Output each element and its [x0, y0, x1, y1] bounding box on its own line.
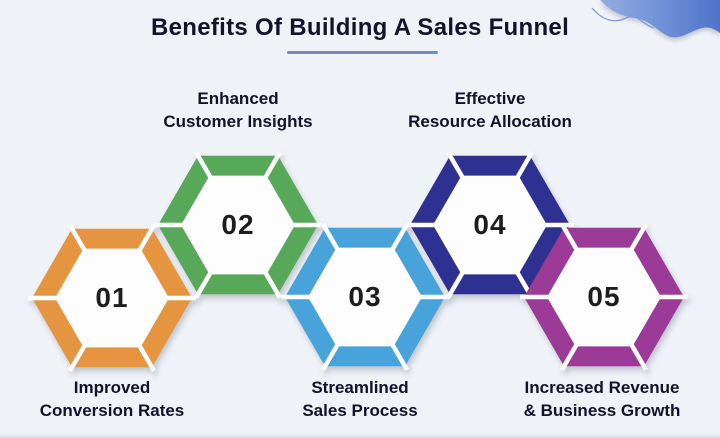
hex-label-2-line1: Enhanced [197, 89, 279, 108]
hex-label-1: Improved Conversion Rates [0, 377, 232, 423]
hex-label-5-line1: Increased Revenue [524, 378, 680, 397]
hex-label-5-line2: & Business Growth [523, 400, 681, 420]
hexagon-01: 01 [27, 222, 197, 374]
bottom-edge-strip [0, 433, 720, 438]
hex-label-3-line2: Sales Process [302, 400, 418, 420]
hexagon-03-segment-gaps [281, 223, 449, 371]
hexagon-02: 02 [153, 149, 323, 301]
hexagon-05-segment-gaps [520, 223, 688, 371]
hex-label-3: Streamlined Sales Process [240, 377, 480, 423]
hexagon-01-number: 01 [95, 282, 129, 313]
hexagon-01-segment-gaps [28, 224, 196, 372]
hexagon-03: 03 [280, 221, 450, 373]
hex-label-4-line1: Effective [454, 89, 526, 108]
hexagon-01-inner [50, 244, 174, 352]
corner-wave-icon [591, 0, 720, 38]
hexagon-01-ring [32, 228, 192, 368]
hex-label-4-line2: Resource Allocation [408, 111, 572, 131]
hex-label-1-line1: Improved [73, 378, 151, 397]
hexagon-03-ring [285, 227, 445, 367]
hexagon-04-ring [410, 155, 570, 295]
hexagon-05-number: 05 [587, 281, 621, 312]
hexagon-04-number: 04 [473, 209, 507, 240]
title-underline [287, 51, 438, 54]
hex-label-4: Effective Resource Allocation [370, 88, 610, 134]
hexagon-04-inner [428, 171, 552, 279]
hex-label-3-line1: Streamlined [311, 378, 409, 397]
hexagon-03-number: 03 [348, 281, 382, 312]
page-title: Benefits Of Building A Sales Funnel [150, 14, 570, 41]
hexagon-05: 05 [519, 221, 689, 373]
hex-label-5: Increased Revenue & Business Growth [482, 377, 720, 423]
hexagon-05-inner [542, 243, 666, 351]
hexagon-05-ring [524, 227, 684, 367]
hexagon-02-segment-gaps [154, 151, 322, 299]
hexagon-04: 04 [405, 149, 575, 301]
hex-label-2-line2: Customer Insights [163, 111, 313, 131]
hexagon-03-inner [303, 243, 427, 351]
hex-label-1-line2: Conversion Rates [39, 400, 185, 420]
hexagon-02-number: 02 [221, 209, 255, 240]
hexagon-02-ring [158, 155, 318, 295]
hex-label-2: Enhanced Customer Insights [118, 88, 358, 134]
hexagon-02-inner [176, 171, 300, 279]
